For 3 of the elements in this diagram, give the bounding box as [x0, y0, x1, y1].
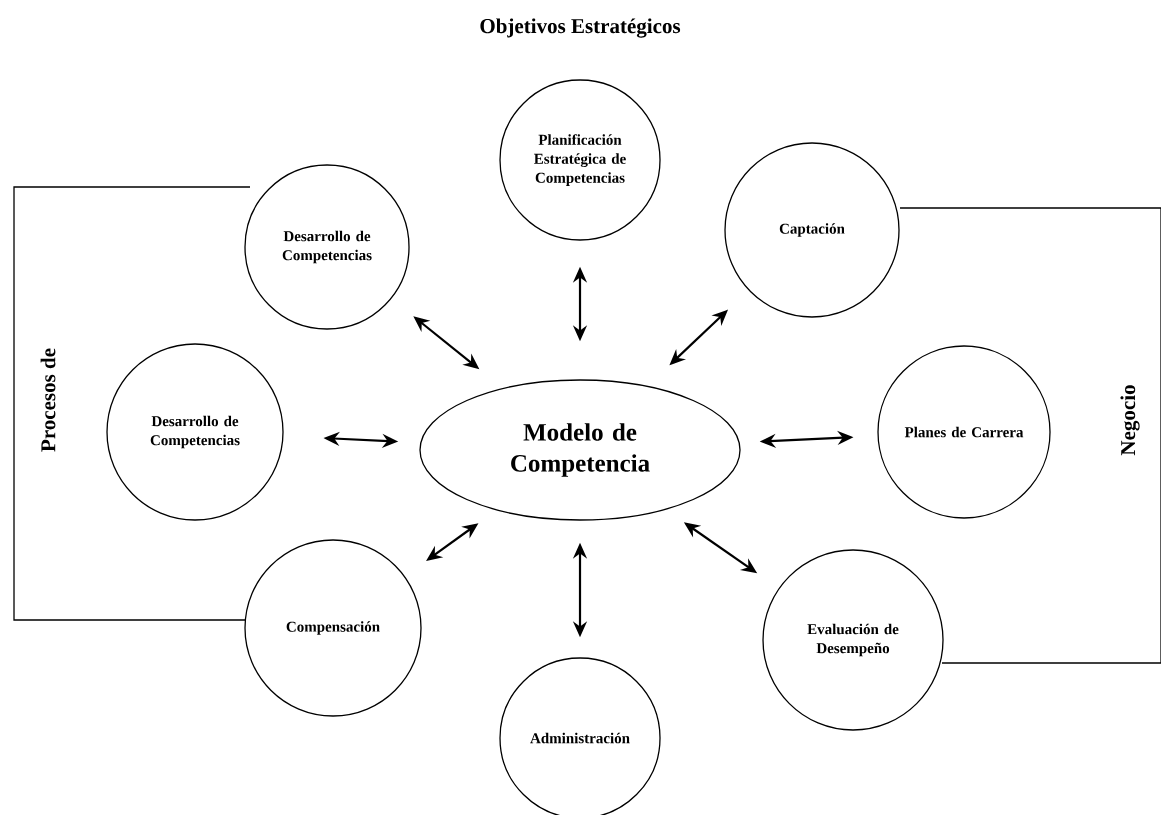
side-label: Negocio — [1120, 385, 1140, 456]
title: Objetivos Estratégicos — [480, 18, 681, 38]
side-label: Procesos de — [40, 348, 56, 452]
